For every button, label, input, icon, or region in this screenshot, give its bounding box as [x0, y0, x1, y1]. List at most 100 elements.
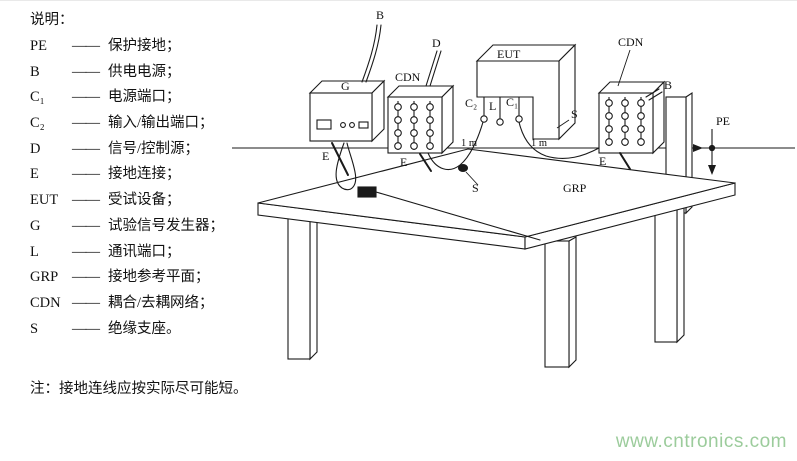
label-l: L [489, 99, 496, 113]
port-c2 [480, 115, 488, 123]
legend-dash: —— [72, 192, 100, 209]
legend-item: S —— 绝缘支座。 [30, 317, 224, 343]
legend-desc: 供电电源； [108, 63, 181, 80]
legend-desc: 保护接地； [108, 38, 181, 54]
legend-symbol: C₁ [30, 89, 45, 106]
cables [331, 24, 663, 241]
signal-cable-d [425, 50, 438, 87]
eut-box [475, 43, 577, 141]
label-e-cdn-right: E [599, 154, 606, 168]
legend-symbol: GRP [30, 269, 59, 286]
legend-item: C₁ —— 电源端口； [30, 85, 224, 111]
label-eut: EUT [497, 47, 521, 61]
insulating-support [457, 163, 469, 173]
label-grp: GRP [563, 181, 587, 195]
generator-box [308, 79, 386, 143]
legend-desc: 通讯端口； [108, 243, 181, 260]
legend-symbol: E [30, 166, 39, 183]
legend-symbol: CDN [30, 294, 61, 311]
ground-reference-plane-table [257, 148, 736, 250]
table-leg-side [676, 196, 685, 344]
legend-symbol: D [30, 140, 41, 157]
label-length-2: 1 m [531, 138, 547, 149]
legend-dash: —— [72, 269, 100, 286]
label-cdn-left: CDN [395, 70, 421, 84]
legend-symbol: PE [30, 38, 47, 54]
pe-ground-line [232, 129, 795, 175]
legend-desc: 输入/输出端口； [108, 115, 214, 132]
legend-dash: —— [72, 320, 100, 337]
legend-item: GRP —— 接地参考平面； [30, 265, 224, 291]
generator-display [316, 119, 332, 130]
legend-item: CDN —— 耦合/去耦网络； [30, 291, 224, 317]
label-leaders [465, 49, 631, 186]
supply-cable-b-right [645, 88, 660, 98]
legend-desc: 信号/控制源； [108, 140, 200, 157]
legend-item: B —— 供电电源； [30, 60, 224, 86]
legend-desc: 接地参考平面； [108, 269, 210, 286]
legend-dash: —— [72, 63, 100, 80]
legend-symbol: G [30, 217, 41, 234]
legend-desc: 绝缘支座。 [108, 320, 181, 337]
earth-strap-cdn-right [619, 152, 631, 170]
cdn-left-terminals [394, 101, 434, 150]
legend-item: D —— 信号/控制源； [30, 137, 224, 163]
legend-desc: 试验信号发生器； [108, 217, 224, 234]
wire-eut-to-cdn [518, 121, 600, 159]
legend-item: EUT —— 受试设备； [30, 188, 224, 214]
label-e-cdn-left: E [400, 155, 407, 169]
cdn-left-box [386, 84, 455, 155]
label-d: D [432, 36, 441, 50]
cdn-right-box [597, 80, 666, 155]
table-leg-side [568, 236, 577, 369]
label-e-generator: E [322, 149, 329, 163]
legend-dash: —— [72, 294, 100, 311]
hanging-cable-loop [335, 142, 357, 191]
legend-item: C₂ —— 输入/输出端口； [30, 111, 224, 137]
label-b-top: B [376, 8, 384, 22]
signal-cable-d [429, 50, 442, 87]
legend-item: E —— 接地连接； [30, 162, 224, 188]
supply-cable-b-right [648, 91, 663, 101]
port-c1 [515, 115, 523, 123]
legend-symbol: EUT [30, 192, 59, 209]
supply-cable-b [361, 24, 378, 83]
generator-knob [340, 122, 346, 128]
legend-symbol: C₂ [30, 115, 45, 132]
legend-item: L —— 通讯端口； [30, 240, 224, 266]
legend-symbol: S [30, 320, 39, 337]
table-leg-side [309, 206, 318, 361]
port-l [496, 118, 504, 126]
earth-strap-cdn-left [419, 153, 432, 172]
label-cdn-right: CDN [618, 35, 644, 49]
watermark: www.cntronics.com [615, 431, 787, 452]
cdn-right-terminals [605, 97, 645, 146]
legend-dash: —— [72, 115, 100, 132]
label-pe: PE [716, 114, 730, 128]
legend: 说明： PE —— 保护接地； B —— 供电电源； C₁ —— 电源端口； C… [30, 7, 224, 342]
legend-title: 说明： [30, 12, 74, 28]
table-leg [287, 210, 311, 360]
cable-along-table [375, 191, 541, 241]
footnote: 注：接地连线应按实际尽可能短。 [30, 381, 248, 397]
label-c1: C₁ [506, 95, 518, 109]
legend-desc: 受试设备； [108, 192, 181, 209]
generator-switch [358, 121, 369, 129]
legend-dash: —— [72, 243, 100, 260]
legend-dash: —— [72, 166, 100, 183]
label-c2: C₂ [465, 96, 477, 110]
label-g: G [341, 79, 350, 93]
table-legs [287, 196, 685, 369]
label-length-1: 1 m [461, 138, 477, 149]
table-leg [544, 240, 570, 368]
legend-dash: —— [72, 89, 100, 106]
legend-desc: 接地连接； [108, 166, 181, 183]
legend-desc: 电源端口； [108, 89, 181, 106]
cable-clamp [357, 186, 377, 198]
label-b-right: B [664, 78, 672, 92]
legend-dash: —— [72, 38, 100, 54]
label-s-eut: S [571, 107, 578, 121]
legend-item: PE —— 保护接地； [30, 34, 224, 60]
